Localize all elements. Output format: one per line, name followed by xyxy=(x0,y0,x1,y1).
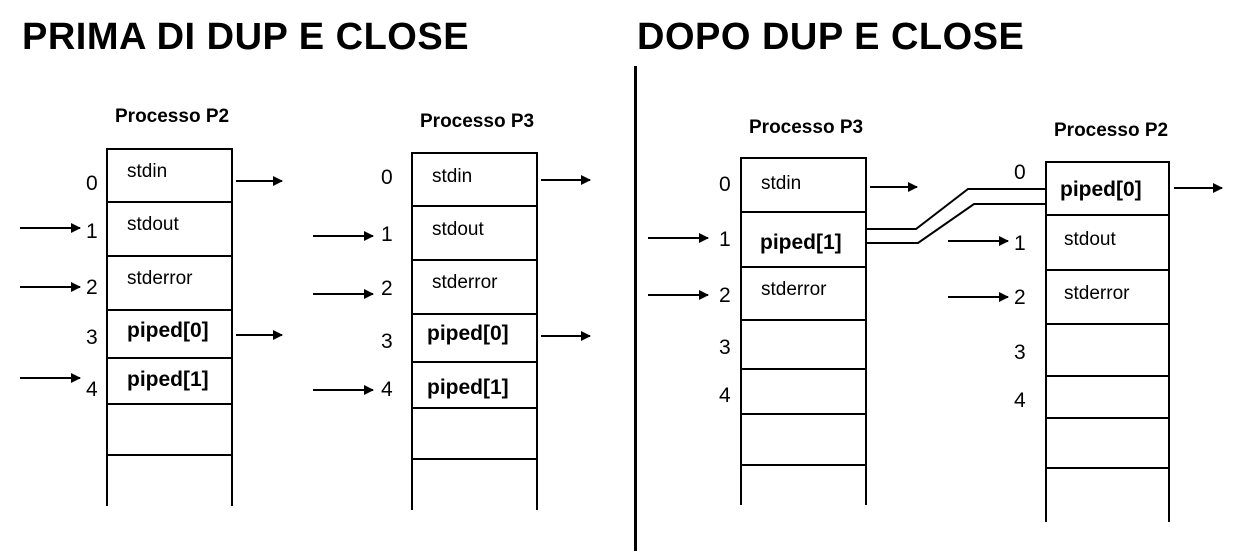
fd-index: 0 xyxy=(86,172,98,195)
pipe-connector-lower xyxy=(865,203,1045,244)
fd-index: 3 xyxy=(1014,341,1026,364)
fd-index: 0 xyxy=(719,173,731,196)
fd-entry: piped[1] xyxy=(427,376,509,399)
fd-index: 1 xyxy=(86,220,98,243)
table-p3-after-title: Processo P3 xyxy=(749,117,864,138)
fd-entry: stdout xyxy=(127,214,179,235)
fd-entry: stdout xyxy=(1064,229,1116,250)
section-divider xyxy=(634,66,637,551)
heading-before: PRIMA DI DUP E CLOSE xyxy=(22,16,470,58)
fd-index: 4 xyxy=(86,378,98,401)
fd-entry: piped[0] xyxy=(427,322,509,345)
fd-entry: stdin xyxy=(432,166,473,187)
fd-entry: stderror xyxy=(127,268,193,289)
fd-entry: stdin xyxy=(127,161,168,182)
table-p2-before-title: Processo P2 xyxy=(115,106,230,127)
fd-index: 0 xyxy=(381,166,393,189)
fd-index: 2 xyxy=(719,284,731,307)
fd-entry: piped[1] xyxy=(127,368,209,391)
table-p3-before-title: Processo P3 xyxy=(420,111,535,132)
fd-index: 4 xyxy=(719,384,731,407)
fd-index: 1 xyxy=(381,223,393,246)
fd-index: 4 xyxy=(381,378,393,401)
fd-index: 3 xyxy=(86,326,98,349)
fd-index: 2 xyxy=(381,277,393,300)
fd-index: 4 xyxy=(1014,389,1026,412)
fd-index: 2 xyxy=(1014,286,1026,309)
fd-entry: stdin xyxy=(761,173,802,194)
fd-index: 2 xyxy=(86,276,98,299)
fd-index: 3 xyxy=(719,336,731,359)
pipe-connector-upper xyxy=(865,188,1045,230)
fd-index: 0 xyxy=(1014,161,1026,184)
fd-entry: stdout xyxy=(432,219,484,240)
fd-index: 3 xyxy=(381,330,393,353)
fd-entry: stderror xyxy=(761,279,827,300)
fd-index: 1 xyxy=(719,228,731,251)
fd-entry: piped[0] xyxy=(1060,178,1142,201)
fd-entry: stderror xyxy=(432,272,498,293)
fd-entry: piped[1] xyxy=(760,231,842,254)
heading-after: DOPO DUP E CLOSE xyxy=(637,16,1025,58)
fd-entry: piped[0] xyxy=(127,319,209,342)
table-p2-after-title: Processo P2 xyxy=(1054,120,1169,141)
fd-index: 1 xyxy=(1014,232,1026,255)
fd-entry: stderror xyxy=(1064,283,1130,304)
